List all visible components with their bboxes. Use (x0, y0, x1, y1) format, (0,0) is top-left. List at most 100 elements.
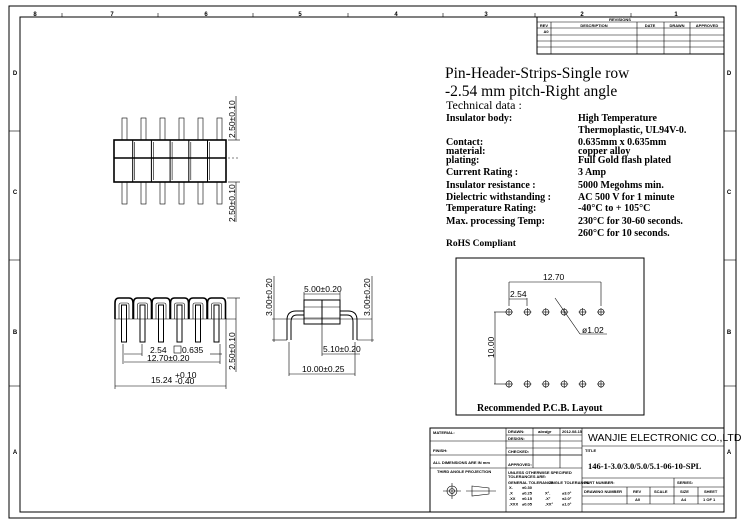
front-cell (188, 297, 208, 319)
row-marker-left: C (13, 190, 18, 196)
drawn-header: DRAWN (669, 23, 684, 28)
row-marker-left: A (13, 450, 18, 456)
row-marker-left: B (13, 330, 18, 336)
side-dim-length: 10.00±0.25 (302, 364, 345, 374)
series-label: SERIES: (677, 480, 693, 485)
spec-title-line2: -2.54 mm pitch-Right angle (445, 83, 617, 100)
pcb-dim-pitch: 2.54 (510, 289, 527, 299)
top-pin-upper (197, 117, 204, 141)
top-pin-lower (159, 181, 166, 205)
column-marker: 1 (674, 12, 678, 18)
spec-value: 230°C for 30-60 seconds. (578, 216, 683, 227)
column-marker: 3 (484, 12, 488, 18)
drawing-number-label: DRAWING NUMBER (584, 489, 622, 494)
pcb-dim-hole: ø1.02 (582, 325, 604, 335)
material-label: MATERIAL: (433, 430, 455, 435)
rohs-label: RoHS Compliant (446, 239, 517, 249)
side-dim-left-height: 3.00±0.20 (264, 278, 274, 316)
column-marker: 8 (33, 12, 37, 18)
spec-section-title: Technical data : (446, 98, 522, 112)
front-cell-inner (174, 302, 185, 319)
tolerance-cell: .X° (545, 496, 551, 501)
tolerance-cell: ±2.0° (562, 496, 572, 501)
pcb-caption: Recommended P.C.B. Layout (477, 403, 603, 414)
front-pin (158, 304, 164, 343)
drawn-date: 2012.08.15 (562, 429, 583, 434)
row-marker-left: D (13, 71, 18, 77)
side-dim-right-height: 3.00±0.20 (362, 278, 372, 316)
rev-value: A0 (635, 497, 641, 502)
tolerance-cell: .X (509, 491, 513, 496)
sheet-label: SHEET (704, 489, 718, 494)
inner-frame (19, 16, 725, 513)
tolerance-header-1: UNLESS OTHERWISE SPECIFIED (508, 470, 572, 475)
front-pin (213, 304, 220, 343)
front-cell (132, 297, 153, 319)
spec-value: 0.635mm x 0.635mm (578, 137, 667, 148)
column-marker: 4 (394, 12, 398, 18)
row-marker-right: D (727, 71, 732, 77)
design-label: DESIGN: (508, 436, 525, 441)
spec-value: copper alloy (578, 146, 630, 157)
front-cell (169, 297, 190, 319)
size-label: SIZE (680, 489, 689, 494)
top-pin-lower (197, 181, 204, 205)
tolerance-cell: X. (509, 485, 513, 490)
part-title: 146-1-3.0/3.0/5.0/5.1-06-10-SPL (588, 461, 702, 471)
spec-label: Insulator body: (446, 113, 512, 124)
front-cell-inner (137, 302, 148, 319)
front-view: 2.50±0.10 2.54 0.635 12.70±0.20 15.24 +0… (114, 297, 240, 389)
top-pin-upper (121, 117, 128, 141)
column-marker: 2 (580, 12, 584, 18)
row-marker-right: A (727, 450, 732, 456)
rev-value: A0 (543, 29, 549, 34)
revisions-table: REVISIONS REV DESCRIPTION DATE DRAWN APP… (536, 16, 725, 55)
dimensions-note: ALL DIMENSIONS ARE IN mm (433, 460, 490, 465)
spec-label: Max. processing Temp: (446, 216, 545, 227)
scale-label: SCALE (654, 489, 668, 494)
approved-header: APPROVED (696, 23, 719, 28)
top-pin-upper (140, 117, 147, 141)
front-cell-inner (211, 302, 222, 319)
front-dim-pin-size: 0.635 (182, 345, 204, 355)
front-cell-inner (118, 302, 130, 319)
description-header: DESCRIPTION (580, 23, 607, 28)
top-dim-upper: 2.50±0.10 (227, 100, 237, 138)
revisions-title: REVISIONS (609, 17, 631, 22)
top-pin-lower (216, 181, 223, 205)
top-pin-lower (178, 181, 185, 205)
tolerance-cell: ±0.15 (522, 496, 533, 501)
pcb-dim-span: 12.70 (543, 272, 565, 282)
row-marker-right: C (727, 190, 732, 196)
company-name: WANJIE ELECTRONIC CO.,LTD (588, 432, 742, 444)
tolerance-angle-header: ANGLE TOLERANCE (549, 480, 589, 485)
top-pin-lower (121, 181, 128, 205)
spec-value: Full Gold flash plated (578, 155, 672, 166)
spec-value: 5000 Megohms min. (578, 180, 664, 191)
spec-value: AC 500 V for 1 minute (578, 192, 675, 203)
top-pin-upper (216, 117, 223, 141)
front-cell-inner (155, 302, 167, 319)
tolerance-header-2: TOLERANCES ARE: (508, 474, 546, 479)
tolerance-cell: ±3.0° (562, 491, 572, 496)
front-dim-overall-tol-upper: +0.10 (175, 370, 197, 380)
front-pin (139, 304, 146, 343)
front-dim-overall: 15.24 (151, 375, 173, 385)
front-cell (114, 297, 134, 319)
column-marker: 7 (110, 12, 114, 18)
title-block: MATERIAL: FINISH: ALL DIMENSIONS ARE IN … (429, 427, 742, 513)
pcb-dim-row-spacing: 10.00 (486, 336, 496, 358)
spec-label: Current Rating : (446, 167, 518, 178)
pin-square-icon (173, 345, 182, 354)
spec-label: Insulator resistance : (446, 180, 536, 191)
outer-frame (8, 5, 737, 519)
side-dim-body: 5.00±0.20 (304, 284, 342, 294)
spec-label: material: (446, 146, 485, 157)
tolerance-general-header: GENERAL TOLERANCE (508, 480, 554, 485)
front-dim-overall-tol-lower: -0.40 (175, 376, 195, 386)
side-view: 5.00±0.20 3.00±0.20 3.00±0.20 5.10±0.20 … (264, 276, 374, 376)
title-label: TITLE (585, 448, 596, 453)
spec-value: High Temperature (578, 113, 658, 124)
